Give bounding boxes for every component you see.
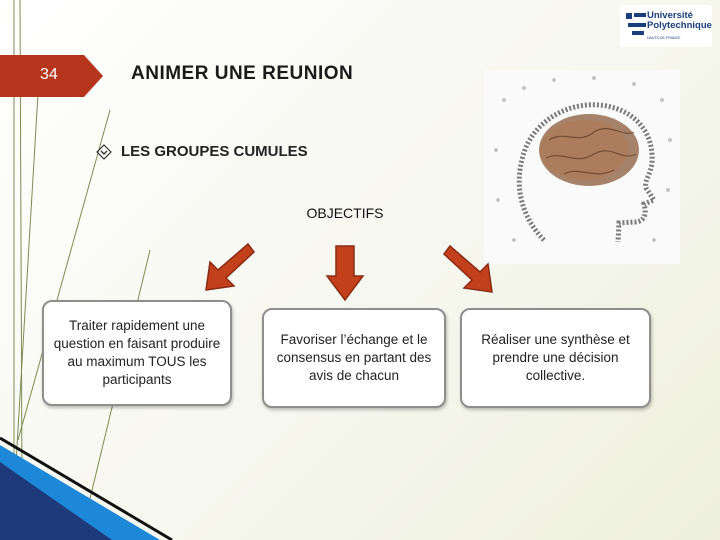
- objective-text-1: Traiter rapidement une question en faisa…: [53, 318, 221, 387]
- objective-text-3: Réaliser une synthèse et prendre une déc…: [481, 332, 630, 383]
- page-number-badge: [0, 55, 103, 97]
- arrow-down-icon: [325, 245, 365, 302]
- slide-title: ANIMER UNE REUNION: [131, 63, 354, 84]
- logo-line2: Polytechnique: [647, 20, 712, 31]
- logo-subtext: HAUTS-DE-FRANCE: [647, 36, 681, 40]
- objective-box-1: Traiter rapidement une question en faisa…: [42, 300, 232, 406]
- crowd-head-brain-image: [484, 70, 680, 264]
- logo-line1: Université: [647, 10, 693, 21]
- blue-wedge-dark: [0, 462, 112, 540]
- objectives-heading: OBJECTIFS: [306, 205, 384, 221]
- section-subtitle: LES GROUPES CUMULES: [121, 143, 308, 160]
- objective-box-3: Réaliser une synthèse et prendre une déc…: [460, 308, 651, 408]
- objective-text-2: Favoriser l’échange et le consensus en p…: [276, 332, 432, 383]
- arrow-down-right-icon: [442, 244, 493, 293]
- diamond-arrow-down-icon: [96, 144, 112, 160]
- page-number: 34: [40, 66, 58, 83]
- logo-text: Université Polytechnique: [647, 11, 712, 31]
- objective-box-2: Favoriser l’échange et le consensus en p…: [262, 308, 446, 408]
- arrow-down-left-icon: [205, 242, 256, 291]
- university-logo: Université Polytechnique HAUTS-DE-FRANCE: [620, 5, 712, 47]
- logo-mark-icon: [626, 13, 646, 35]
